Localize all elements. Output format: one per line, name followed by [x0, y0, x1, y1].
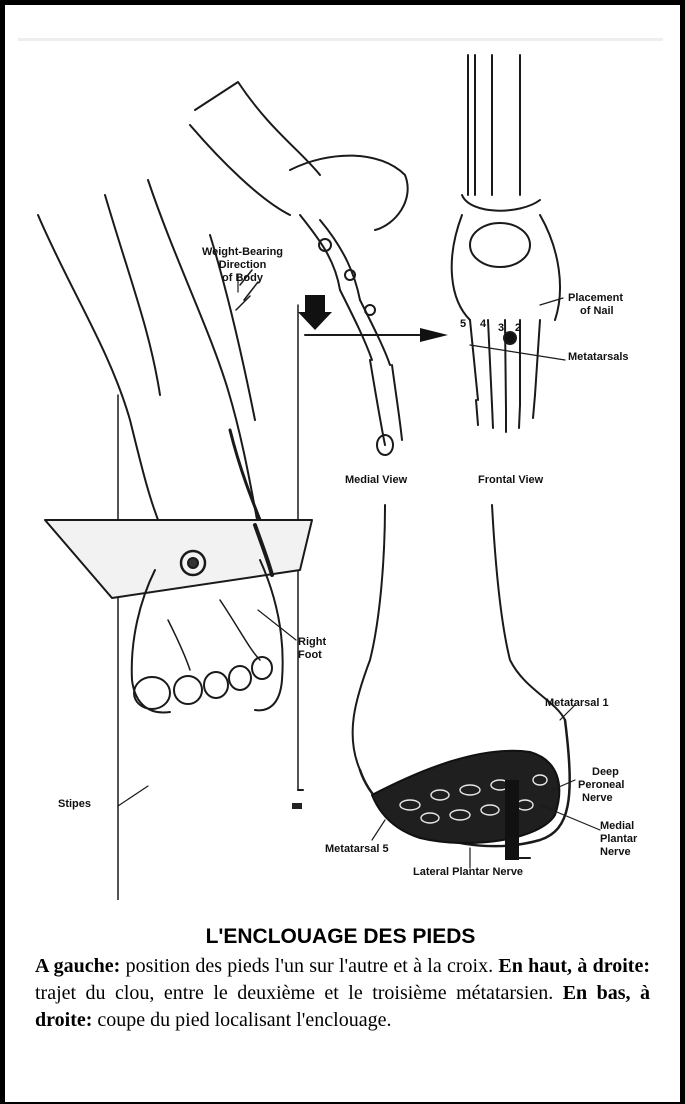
label-metatarsals: Metatarsals — [568, 351, 629, 364]
caption-top-right-label: En haut, à droite: — [498, 955, 650, 977]
label-metatarsal-5: Metatarsal 5 — [325, 843, 389, 856]
frontal-view-drawing — [452, 55, 565, 432]
label-metatarsal-1: Metatarsal 1 — [545, 697, 609, 710]
label-num-4: 4 — [480, 318, 486, 331]
label-lateral-plantar-nerve: Lateral Plantar Nerve — [413, 866, 523, 879]
label-right-foot: Right Foot — [298, 636, 326, 662]
label-medial-plantar-nerve: Medial Plantar Nerve — [600, 820, 637, 859]
caption-title: L'ENCLOUAGE DES PIEDS — [18, 925, 663, 949]
label-weight-bearing: Weight-Bearing Direction of Body — [200, 246, 285, 285]
label-medial-view: Medial View — [345, 474, 407, 487]
caption-left-text: position des pieds l'un sur l'autre et à… — [120, 955, 498, 977]
anatomical-illustration — [0, 0, 685, 900]
label-num-5: 5 — [460, 318, 466, 331]
label-stipes: Stipes — [58, 798, 91, 811]
label-frontal-view: Frontal View — [478, 474, 543, 487]
label-num-2: 2 — [515, 322, 521, 335]
caption-left-label: A gauche: — [35, 955, 120, 977]
label-placement-of-nail: Placement of Nail — [568, 292, 623, 318]
label-num-3: 3 — [498, 322, 504, 335]
caption-top-right-text: trajet du clou, entre le deuxième et le … — [35, 982, 563, 1004]
caption-bottom-right-text: coupe du pied localisant l'enclouage. — [92, 1009, 391, 1031]
left-leg-drawing — [38, 180, 312, 900]
cross-section-drawing — [353, 505, 600, 868]
caption-body: A gauche: position des pieds l'un sur l'… — [35, 953, 650, 1034]
label-deep-peroneal-nerve: Deep Peroneal Nerve — [578, 766, 624, 805]
